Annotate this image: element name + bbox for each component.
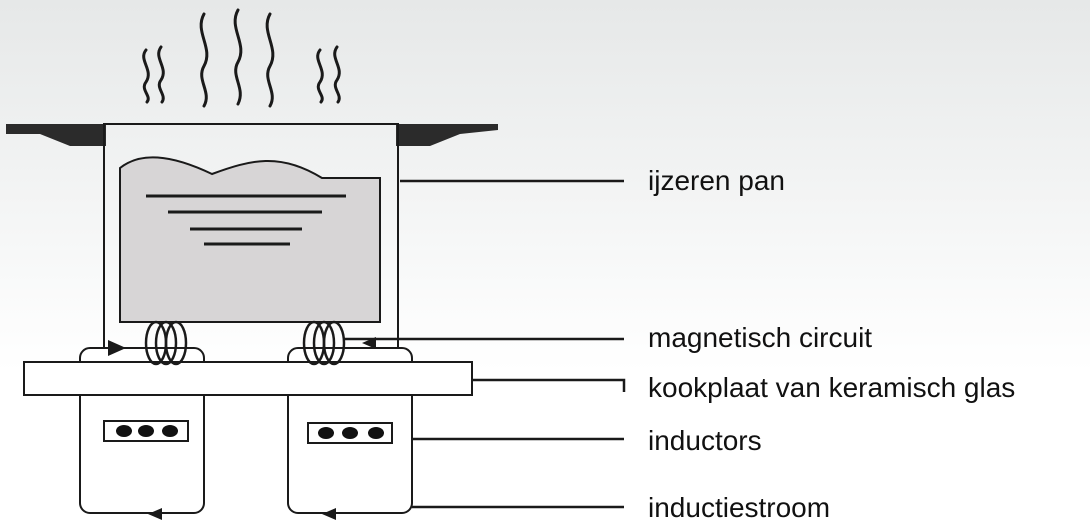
inductor-window-right [307, 422, 393, 444]
steam-lines [142, 8, 341, 108]
magnetic-coil-right [302, 320, 346, 366]
label-induction-current: inductiestroom [648, 492, 831, 523]
magnetic-coil-left [144, 320, 188, 366]
current-arrow-left [148, 508, 162, 520]
leader-lines [344, 179, 626, 509]
label-ceramic-glass: kookplaat van keramisch glas [648, 372, 1016, 403]
current-arrow-right [322, 508, 336, 520]
liquid [119, 156, 381, 323]
label-inductors: inductors [648, 425, 762, 456]
label-pan: ijzeren pan [648, 165, 785, 196]
ceramic-glass-plate [23, 361, 473, 396]
pan-rim [6, 124, 498, 146]
label-magnetic-circuit: magnetisch circuit [648, 322, 873, 353]
inductor-window-left [103, 420, 189, 442]
heat-lines [146, 194, 346, 246]
